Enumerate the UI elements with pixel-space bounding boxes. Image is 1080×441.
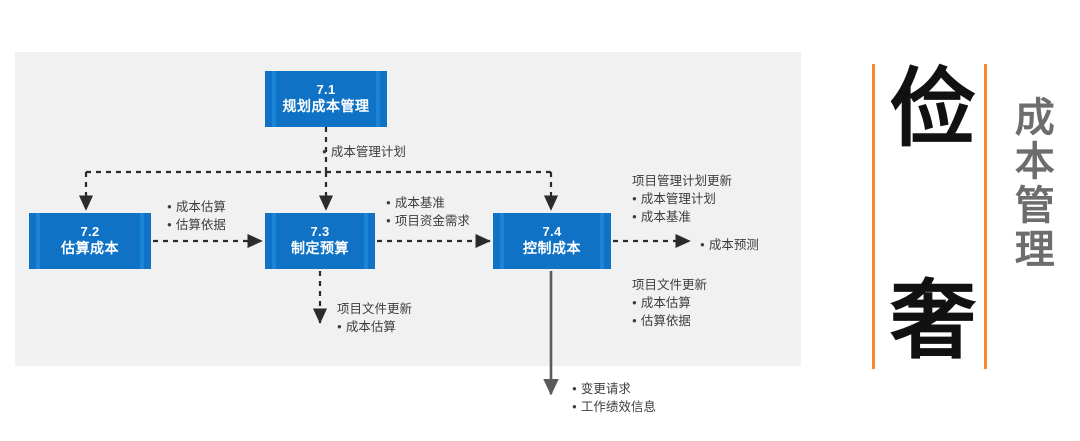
annotation-document-updates-bottom: 项目文件更新 成本估算 (337, 300, 412, 336)
annotation-item: 项目资金需求 (386, 212, 470, 230)
annotation-change-requests: 变更请求 工作绩效信息 (572, 380, 656, 416)
process-number: 7.2 (80, 223, 100, 239)
process-box-7-4[interactable]: 7.4 控制成本 (493, 213, 611, 269)
process-name: 制定预算 (291, 240, 349, 257)
annotation-item: 成本估算 (337, 318, 412, 336)
process-box-7-1[interactable]: 7.1 规划成本管理 (265, 71, 387, 127)
process-number: 7.1 (316, 81, 336, 97)
process-name: 规划成本管理 (282, 98, 370, 115)
annotation-pm-plan-updates: 项目管理计划更新 成本管理计划 成本基准 (632, 172, 732, 226)
annotation-header: 项目文件更新 (337, 302, 413, 316)
annotation-item: 成本管理计划 (632, 190, 732, 208)
annotation-header: 项目管理计划更新 (632, 174, 733, 188)
process-name: 控制成本 (523, 240, 581, 257)
annotation-cost-forecast: 成本预测 (700, 236, 759, 254)
annotation-item: 成本预测 (700, 236, 759, 254)
title-rail-left (872, 64, 875, 369)
process-box-7-2[interactable]: 7.2 估算成本 (29, 213, 151, 269)
vertical-title: 成本管理 (1007, 96, 1054, 272)
title-char-she: 奢 (890, 271, 976, 371)
annotation-item: 成本管理计划 (322, 143, 406, 161)
annotation-cost-baseline: 成本基准 项目资金需求 (386, 194, 470, 230)
annotation-item: 工作绩效信息 (572, 398, 656, 416)
title-rail-right (984, 64, 987, 369)
annotation-item: 估算依据 (632, 312, 707, 330)
annotation-header: 项目文件更新 (632, 278, 708, 292)
process-name: 估算成本 (61, 240, 119, 257)
annotation-item: 成本基准 (632, 208, 732, 226)
annotation-estimates: 成本估算 估算依据 (167, 198, 226, 234)
annotation-item: 变更请求 (572, 380, 656, 398)
annotation-cost-management-plan: 成本管理计划 (322, 143, 406, 161)
annotation-item: 成本基准 (386, 194, 470, 212)
annotation-document-updates-right: 项目文件更新 成本估算 估算依据 (632, 276, 707, 330)
annotation-item: 成本估算 (167, 198, 226, 216)
annotation-item: 估算依据 (167, 216, 226, 234)
process-number: 7.4 (542, 223, 562, 239)
process-box-7-3[interactable]: 7.3 制定预算 (265, 213, 375, 269)
process-number: 7.3 (310, 223, 330, 239)
title-char-jian: 俭 (890, 59, 976, 159)
annotation-item: 成本估算 (632, 294, 707, 312)
